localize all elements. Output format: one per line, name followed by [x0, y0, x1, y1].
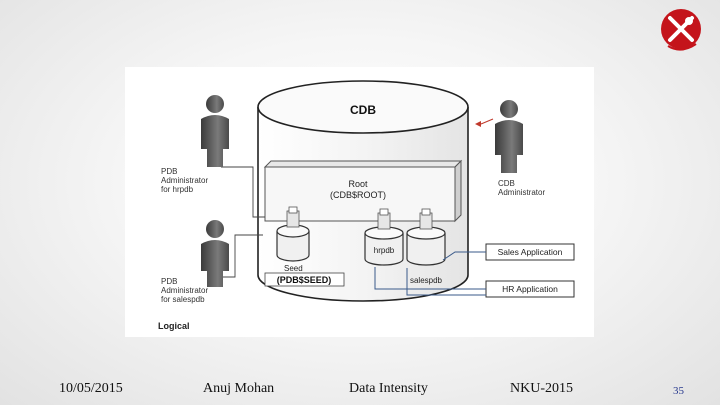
seed-cylinder: [276, 206, 310, 262]
footer-date: 10/05/2015: [59, 381, 123, 396]
hrpdb-label: hrpdb: [374, 246, 395, 255]
salespdb-label: salespdb: [410, 276, 443, 285]
pdb-admin-salespdb-line1: PDB: [161, 277, 177, 286]
cdb-admin-line1: CDB: [498, 179, 515, 188]
admin-arrow-line: [480, 118, 494, 125]
sales-app-label: Sales Application: [498, 247, 563, 257]
admin-arrow-red: [475, 121, 481, 127]
footer-topic: Data Intensity: [349, 381, 428, 396]
app-connectors: [374, 251, 486, 296]
seed-sub-box: [264, 272, 345, 287]
pdb-admin-salespdb-line2: Administrator: [161, 286, 208, 295]
cdb-admin-line2: Administrator: [498, 188, 545, 197]
logical-label: Logical: [158, 321, 190, 331]
hrpdb-cylinder: [364, 208, 404, 266]
seed-label: Seed: [284, 264, 303, 273]
root-sub-label: (CDB$ROOT): [330, 190, 386, 200]
pdb-admin-hrpdb-line1: PDB: [161, 167, 177, 176]
pdb-admin-hrpdb-line2: Administrator: [161, 176, 208, 185]
root-label: Root: [348, 179, 368, 189]
cdb-title: CDB: [350, 103, 376, 117]
brand-logo: [661, 9, 701, 51]
footer-event: NKU-2015: [510, 381, 573, 396]
person-icon-cdb-admin: [495, 100, 523, 173]
person-icon-pdb-admin-salespdb: [201, 220, 229, 287]
pdb-admin-salespdb-line3: for salespdb: [161, 295, 205, 304]
seed-sub-label: (PDB$SEED): [277, 275, 332, 285]
person-icon-pdb-admin-hrpdb: [201, 95, 229, 167]
salespdb-cylinder: [406, 208, 446, 266]
slide-number: 35: [673, 385, 684, 397]
cdb-architecture-diagram: CDB Root (CDB$ROOT) Seed (PDB$SEED) hrpd…: [125, 67, 594, 337]
pdb-admin-hrpdb-line3: for hrpdb: [161, 185, 194, 194]
footer-author: Anuj Mohan: [203, 381, 275, 396]
admin-connectors: [221, 166, 265, 278]
hr-app-label: HR Application: [502, 284, 558, 294]
